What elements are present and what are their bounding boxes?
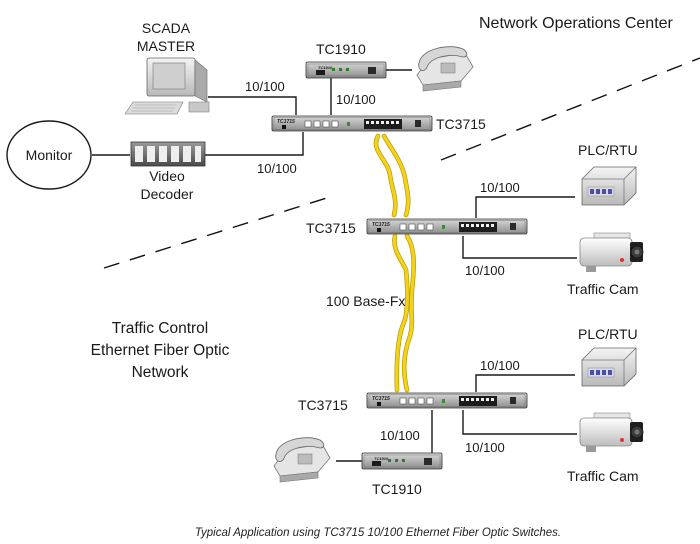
plc-bottom-icon bbox=[581, 347, 637, 387]
tc1910-top-label: TC1910 bbox=[316, 41, 366, 57]
wire-tc3715-cam-top bbox=[462, 236, 577, 259]
scada-computer-icon bbox=[124, 57, 210, 115]
speed-label-plc-bottom: 10/100 bbox=[480, 358, 520, 373]
scada-label-line2: MASTER bbox=[137, 38, 195, 54]
speed-label-tc1910-bottom: 10/100 bbox=[380, 428, 420, 443]
tc3715-top-face-label: TC3715 bbox=[277, 119, 295, 125]
camera-bottom-icon bbox=[579, 412, 644, 453]
monitor-label: Monitor bbox=[26, 147, 73, 163]
wire-tc3715-plc-top bbox=[475, 196, 575, 218]
scada-label-line1: SCADA bbox=[142, 20, 191, 36]
figure-caption: Typical Application using TC3715 10/100 … bbox=[195, 527, 561, 539]
tc3715-bottom-switch-icon: TC3715 bbox=[366, 392, 528, 409]
tc3715-bottom-label: TC3715 bbox=[298, 397, 348, 413]
tc3715-top-label: TC3715 bbox=[436, 116, 486, 132]
video-decoder-label-line1: Video bbox=[149, 168, 185, 184]
wire-tc3715-cam-bottom bbox=[462, 410, 577, 435]
speed-label-tc1910: 10/100 bbox=[336, 92, 376, 107]
wire-decoder-tc3715 bbox=[205, 132, 304, 156]
speed-label-plc-top: 10/100 bbox=[480, 180, 520, 195]
plc-top-label: PLC/RTU bbox=[578, 142, 638, 158]
tc1910-bottom-label: TC1910 bbox=[372, 481, 422, 497]
network-label-line1: Traffic Control bbox=[112, 320, 208, 337]
network-label-line2: Ethernet Fiber Optic bbox=[91, 342, 230, 359]
wire-scada-tc3715 bbox=[208, 96, 297, 115]
tc1910-top-face-label: TC1910 bbox=[318, 65, 333, 70]
plc-top-icon bbox=[581, 166, 637, 206]
fiber-link-top bbox=[373, 133, 411, 218]
phone-bottom-icon bbox=[273, 437, 331, 483]
tc3715-mid-face-label: TC3715 bbox=[372, 222, 390, 228]
zone-boundary-upper bbox=[440, 57, 700, 161]
video-decoder-label-line2: Decoder bbox=[141, 186, 194, 202]
tc1910-bottom-face-label: TC1910 bbox=[374, 456, 389, 461]
tc3715-mid-label: TC3715 bbox=[306, 220, 356, 236]
speed-label-scada: 10/100 bbox=[245, 79, 285, 94]
monitor-node bbox=[6, 120, 92, 190]
speed-label-cam-bottom: 10/100 bbox=[465, 440, 505, 455]
noc-title: Network Operations Center bbox=[479, 15, 674, 32]
cam-bottom-label: Traffic Cam bbox=[567, 468, 639, 484]
wire-tc3715-plc-bottom bbox=[475, 374, 575, 392]
tc3715-top-switch-icon: TC3715 bbox=[271, 115, 433, 132]
tc1910-bottom-switch-icon: TC1910 bbox=[361, 452, 443, 470]
fiber-link-bottom bbox=[392, 233, 416, 393]
zone-boundary-lower bbox=[103, 195, 334, 269]
camera-top-icon bbox=[579, 232, 644, 273]
tc3715-bottom-face-label: TC3715 bbox=[372, 396, 390, 402]
phone-top-icon bbox=[416, 46, 474, 92]
plc-bottom-label: PLC/RTU bbox=[578, 326, 638, 342]
video-decoder-icon bbox=[130, 141, 206, 167]
tc1910-top-switch-icon: TC1910 bbox=[305, 61, 387, 79]
network-label-line3: Network bbox=[132, 364, 189, 381]
cam-top-label: Traffic Cam bbox=[567, 281, 639, 297]
speed-label-cam-top: 10/100 bbox=[465, 263, 505, 278]
fiber-label: 100 Base-Fx bbox=[326, 293, 405, 309]
tc3715-mid-switch-icon: TC3715 bbox=[366, 218, 528, 235]
speed-label-decoder: 10/100 bbox=[257, 161, 297, 176]
